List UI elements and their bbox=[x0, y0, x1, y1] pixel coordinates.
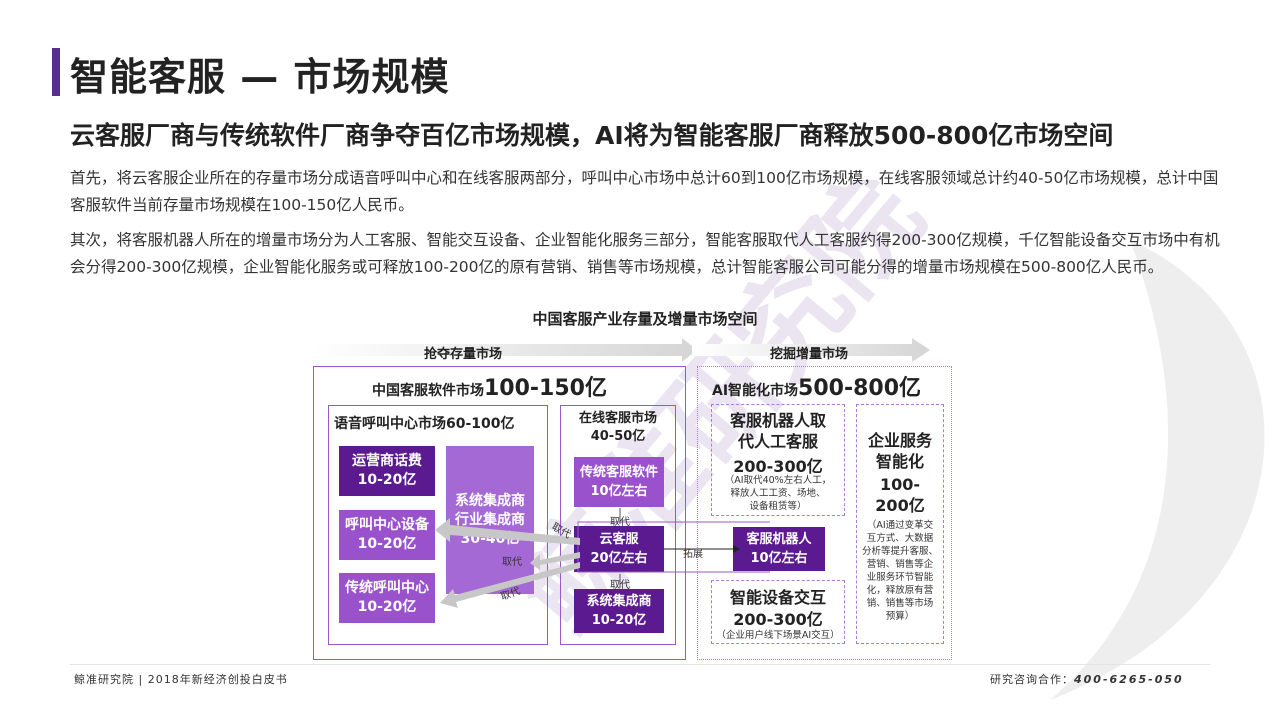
ai-market-value: 500-800亿 bbox=[798, 376, 922, 401]
replace-human-title: 客服机器人取 代人工客服 bbox=[729, 411, 826, 451]
enterprise-service-title: 企业服务 智能化 bbox=[867, 431, 932, 471]
replace-human-box bbox=[711, 404, 845, 516]
stock-market-value: 100-150亿 bbox=[484, 376, 607, 401]
expand-label: 拓展 bbox=[683, 549, 703, 560]
device-interaction-value: 200-300亿 bbox=[733, 610, 823, 629]
callcenter-device-box: 呼叫中心设备 10-20亿 bbox=[339, 510, 435, 560]
flow-connectors bbox=[435, 508, 770, 608]
online-service-label: 在线客服市场 40-50亿 bbox=[578, 411, 657, 444]
footer-divider bbox=[70, 664, 1210, 665]
device-interaction-title: 智能设备交互 bbox=[729, 588, 826, 607]
traditional-software-box: 传统客服软件 10亿左右 bbox=[574, 457, 664, 507]
ai-market-label: AI智能化市场500-800亿 bbox=[712, 370, 921, 402]
paragraph-1: 首先，将云客服企业所在的存量市场分成语音呼叫中心和在线客服两部分，呼叫中心市场中… bbox=[70, 169, 1219, 214]
voice-callcenter-box bbox=[328, 405, 548, 645]
system-integrator-box: 系统集成商 10-20亿 bbox=[574, 589, 664, 633]
replace-label-1: 取代 bbox=[610, 517, 630, 528]
traditional-callcenter-box: 传统呼叫中心 10-20亿 bbox=[339, 573, 435, 623]
online-service-box bbox=[560, 405, 676, 645]
enterprise-service-box bbox=[856, 404, 944, 644]
stock-arrow-label: 抢夺存量市场 bbox=[424, 347, 503, 362]
ai-market-box bbox=[697, 366, 952, 660]
enterprise-service-value: 100- 200亿 bbox=[875, 475, 925, 515]
increment-arrow-label: 挖掘增量市场 bbox=[770, 347, 849, 362]
integrator-box: 系统集成商 行业集成商 30-40亿 bbox=[446, 446, 534, 594]
market-arrows bbox=[312, 338, 930, 362]
footer-source: 鲸准研究院 | 2018年新经济创投白皮书 bbox=[74, 673, 288, 686]
replace-label-3: 取代 bbox=[502, 557, 522, 568]
cloud-service-box: 云客服 20亿左右 bbox=[574, 526, 664, 572]
stock-market-box bbox=[313, 366, 686, 660]
device-interaction-note: （企业用户线下场景AI交互） bbox=[716, 630, 840, 641]
page-subtitle: 云客服厂商与传统软件厂商争夺百亿市场规模，AI将为智能客服厂商释放500-800… bbox=[70, 121, 1114, 150]
replace-human-value: 200-300亿 bbox=[733, 457, 823, 476]
device-interaction-box bbox=[711, 580, 845, 644]
stock-market-name: 中国客服软件市场 bbox=[372, 383, 484, 399]
title-accent-bar bbox=[52, 48, 60, 96]
footer-contact: 研究咨询合作：400-6265-050 bbox=[990, 671, 1184, 687]
replace-human-note: （AI取代40%左右人工， 释放人工工资、场地、 设备租赁等） bbox=[724, 475, 832, 512]
replace-label-4: 取代 bbox=[610, 580, 630, 591]
voice-callcenter-label: 语音呼叫中心市场60-100亿 bbox=[334, 416, 515, 432]
paragraph-2: 其次，将客服机器人所在的增量市场分为人工客服、智能交互设备、企业智能化服务三部分… bbox=[70, 231, 1220, 276]
enterprise-service-note: （AI通过变革交 互方式、大数据 分析等提升客服、 营销、销售等企 业服务环节智… bbox=[861, 520, 938, 622]
carrier-fee-box: 运营商话费 10-20亿 bbox=[339, 446, 435, 496]
diagram-title: 中国客服产业存量及增量市场空间 bbox=[532, 310, 758, 328]
watermark-logo: 鲸准研究院 bbox=[495, 180, 1265, 700]
footer-contact-label: 研究咨询合作： bbox=[990, 673, 1074, 686]
ai-market-name: AI智能化市场 bbox=[712, 383, 799, 399]
stock-market-label: 中国客服软件市场100-150亿 bbox=[372, 370, 607, 402]
service-robot-box: 客服机器人 10亿左右 bbox=[733, 527, 825, 571]
page-title: 智能客服 — 市场规模 bbox=[70, 55, 450, 99]
footer-contact-phone: 400-6265-050 bbox=[1074, 673, 1184, 686]
